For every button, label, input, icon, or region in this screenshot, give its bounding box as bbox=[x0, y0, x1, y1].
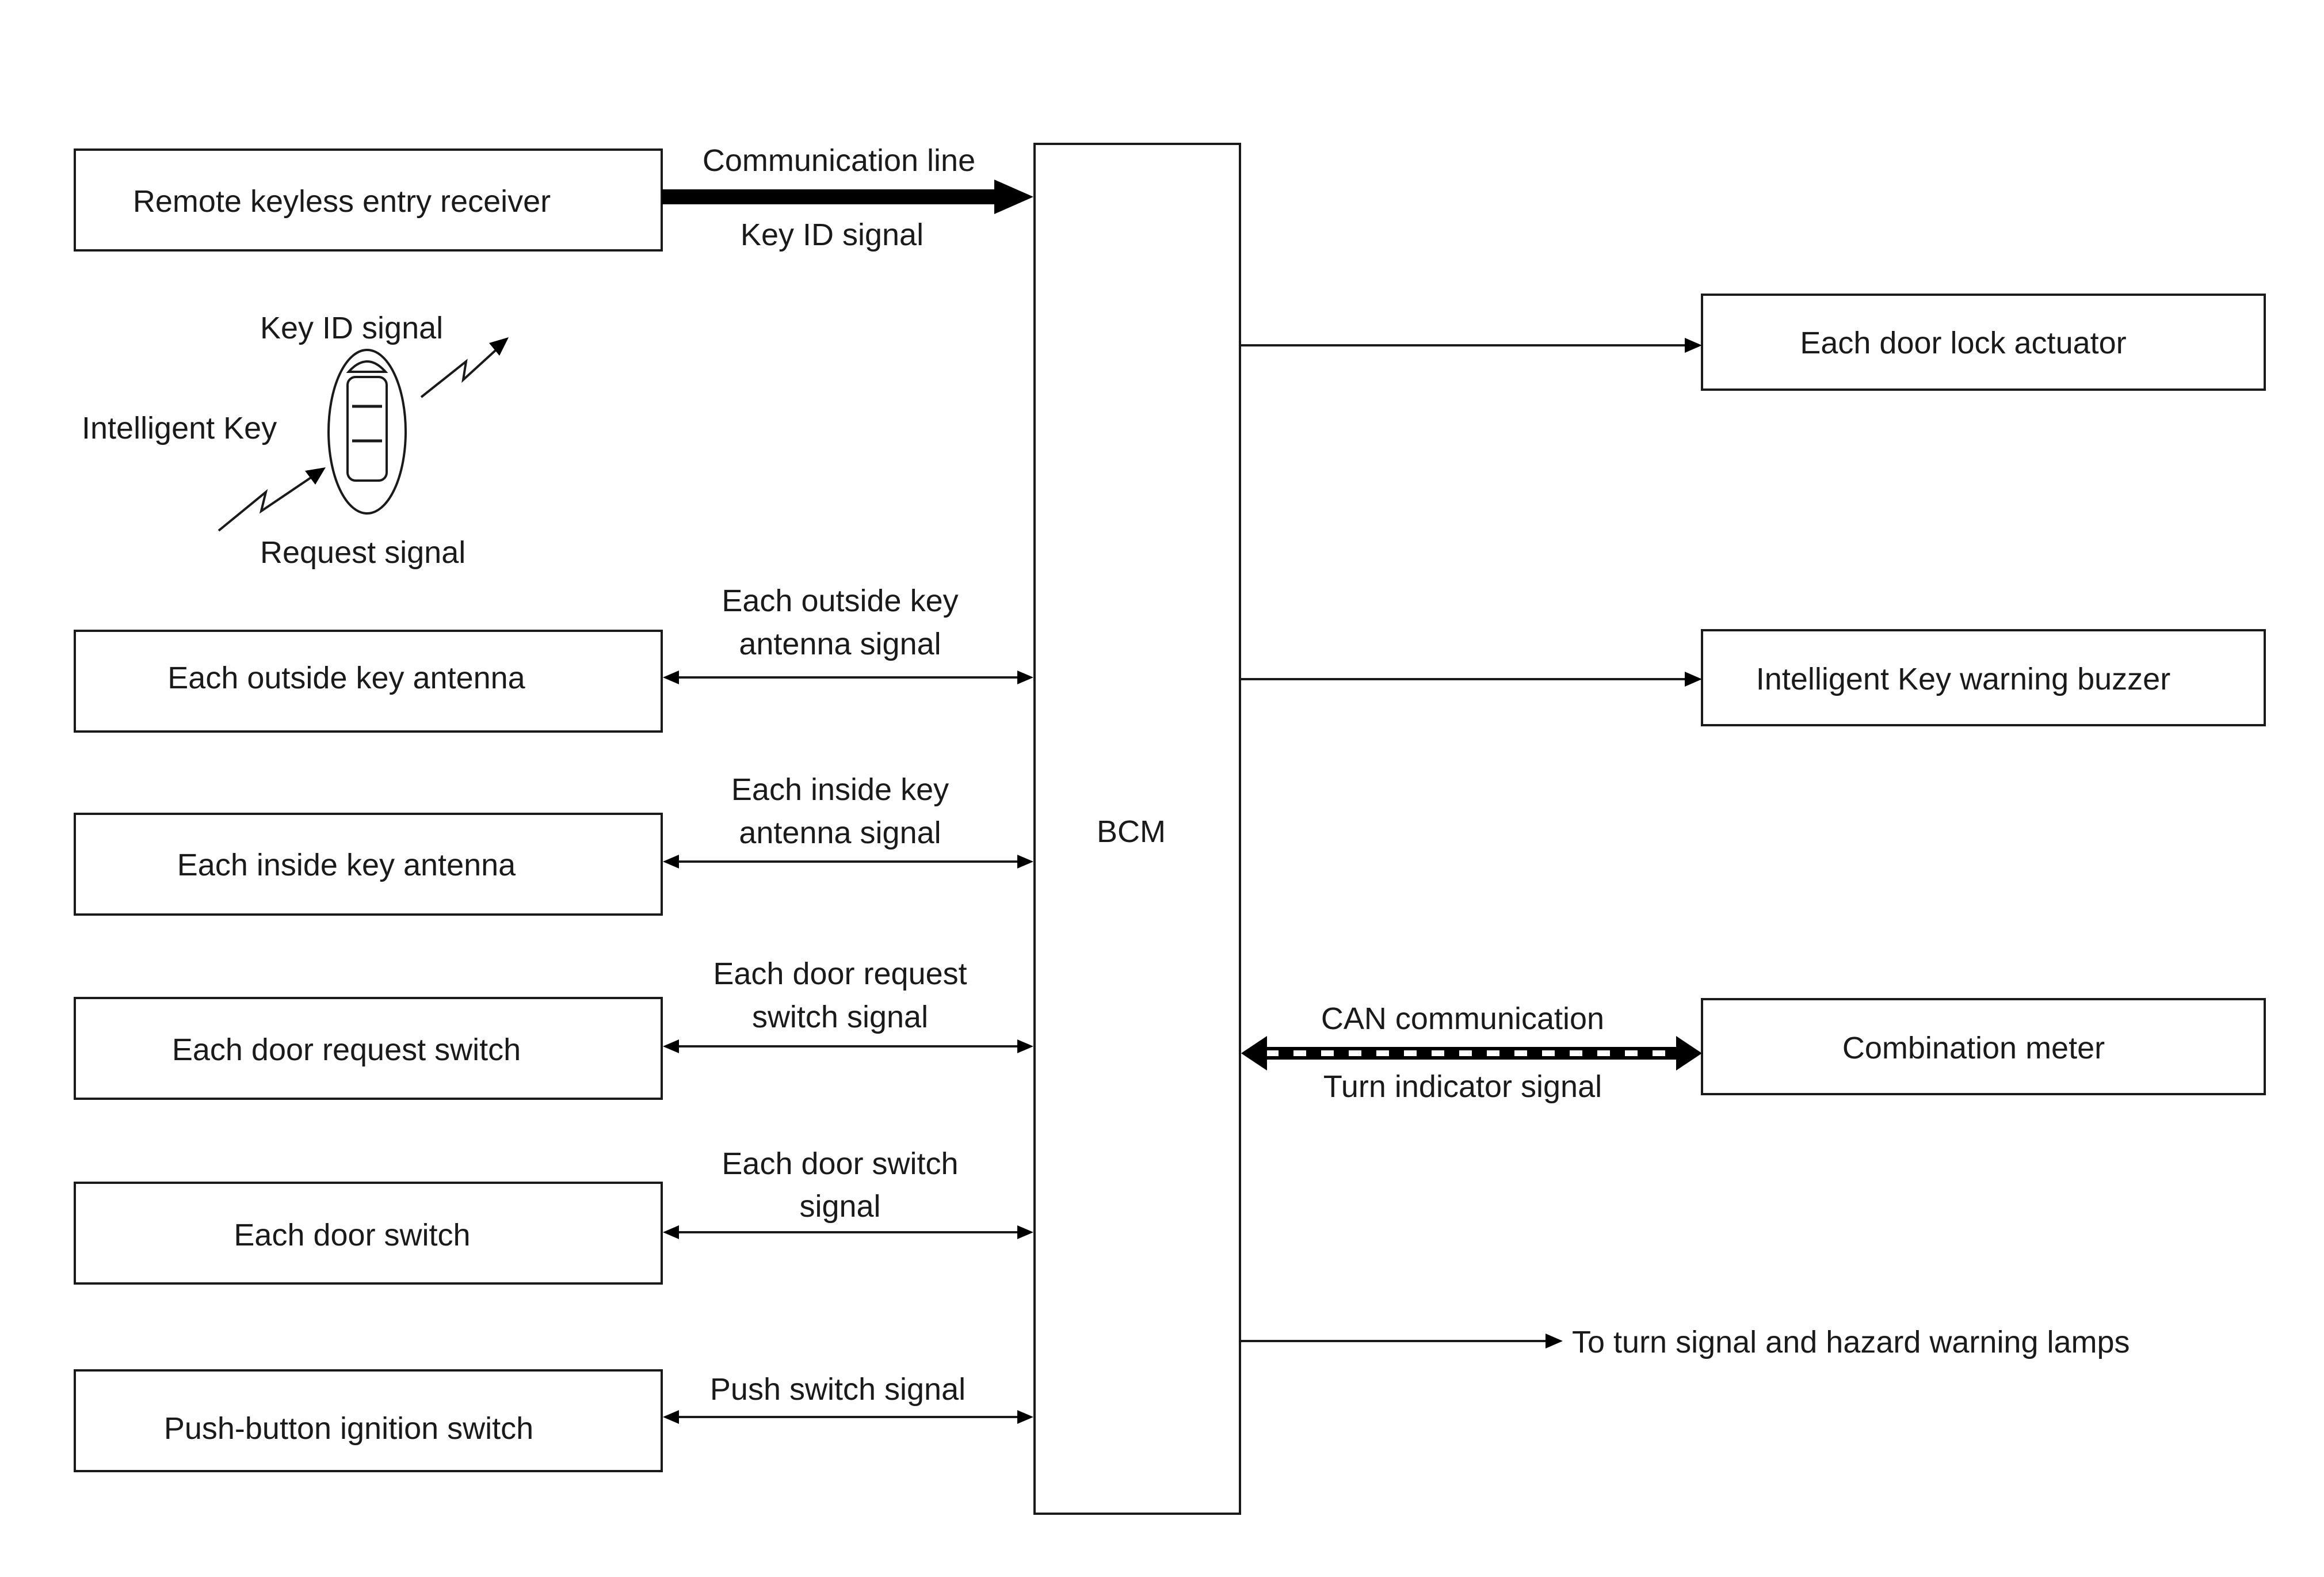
door-request-switch-label: Each door request switch bbox=[172, 1033, 521, 1067]
can-communication-line bbox=[1241, 1036, 1702, 1071]
outside-key-antenna-signal-label-line2: antenna signal bbox=[739, 627, 941, 661]
key-id-signal-label: Key ID signal bbox=[741, 218, 924, 252]
outside-key-antenna-label: Each outside key antenna bbox=[167, 661, 525, 695]
combination-meter-label: Combination meter bbox=[1842, 1031, 2105, 1065]
intelligent-key-fob-icon bbox=[327, 349, 407, 515]
warning-buzzer-label: Intelligent Key warning buzzer bbox=[1756, 662, 2170, 696]
door-switch-signal-label-line1: Each door switch bbox=[722, 1146, 958, 1181]
warning-buzzer-box bbox=[1701, 629, 2266, 726]
door-lock-actuator-box bbox=[1701, 294, 2266, 391]
turn-indicator-signal-label: Turn indicator signal bbox=[1323, 1069, 1602, 1104]
push-switch-signal-arrow bbox=[663, 1410, 1033, 1424]
push-button-ignition-switch-box bbox=[74, 1369, 663, 1472]
can-communication-label: CAN communication bbox=[1321, 1001, 1604, 1036]
door-switch-label: Each door switch bbox=[234, 1218, 470, 1252]
turn-hazard-lamps-arrow bbox=[1241, 1334, 1563, 1349]
door-lock-actuator-arrow bbox=[1241, 338, 1702, 353]
outside-key-antenna-box bbox=[74, 630, 663, 733]
outside-key-antenna-signal-arrow bbox=[663, 671, 1033, 684]
bcm-label: BCM bbox=[1097, 814, 1166, 849]
intelligent-key-label: Intelligent Key bbox=[82, 411, 277, 445]
bcm-box bbox=[1033, 143, 1241, 1515]
remote-keyless-entry-receiver-label: Remote keyless entry receiver bbox=[133, 184, 551, 219]
request-signal-wireless-icon bbox=[217, 467, 326, 532]
door-request-switch-signal-arrow bbox=[663, 1039, 1033, 1053]
inside-key-antenna-box bbox=[74, 813, 663, 916]
communication-line-label: Communication line bbox=[703, 143, 975, 178]
communication-line-arrowhead bbox=[994, 180, 1033, 214]
door-request-switch-signal-label-line2: switch signal bbox=[752, 1000, 928, 1034]
key-id-signal-wireless-icon bbox=[420, 337, 509, 398]
door-switch-box bbox=[74, 1182, 663, 1285]
remote-keyless-entry-receiver-box bbox=[74, 148, 663, 252]
door-lock-actuator-label: Each door lock actuator bbox=[1800, 326, 2126, 360]
turn-hazard-lamps-label: To turn signal and hazard warning lamps bbox=[1572, 1325, 2130, 1359]
door-request-switch-box bbox=[74, 997, 663, 1100]
inside-key-antenna-signal-label-line2: antenna signal bbox=[739, 816, 941, 850]
inside-key-antenna-signal-label-line1: Each inside key bbox=[731, 772, 949, 807]
request-signal-label: Request signal bbox=[260, 535, 465, 570]
door-switch-signal-label-line2: signal bbox=[799, 1189, 880, 1224]
inside-key-antenna-signal-arrow bbox=[663, 855, 1033, 869]
door-switch-signal-arrow bbox=[663, 1225, 1033, 1239]
outside-key-antenna-signal-label-line1: Each outside key bbox=[722, 584, 958, 618]
combination-meter-box bbox=[1701, 998, 2266, 1095]
intelligent-key-id-signal-label: Key ID signal bbox=[260, 311, 443, 345]
door-request-switch-signal-label-line1: Each door request bbox=[713, 957, 967, 991]
push-switch-signal-label: Push switch signal bbox=[710, 1372, 966, 1407]
push-button-ignition-switch-label: Push-button ignition switch bbox=[164, 1411, 533, 1446]
inside-key-antenna-label: Each inside key antenna bbox=[177, 848, 516, 882]
warning-buzzer-arrow bbox=[1241, 672, 1702, 687]
